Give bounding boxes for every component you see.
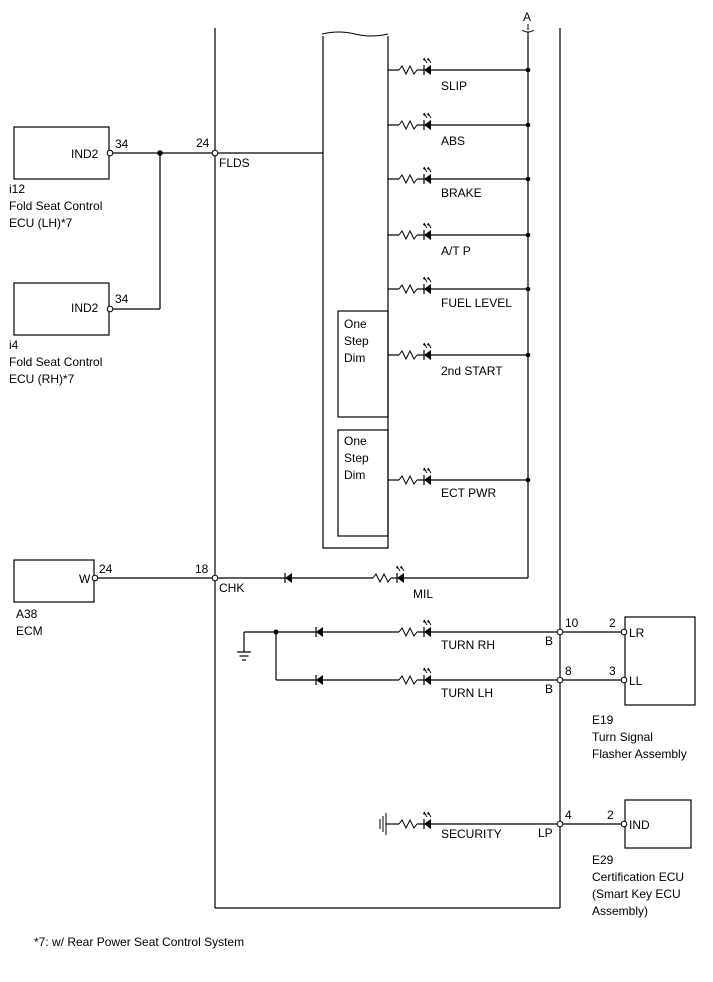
one-step-dim-box: One Step Dim xyxy=(337,429,389,537)
svg-text:Dim: Dim xyxy=(344,351,365,365)
svg-text:SECURITY: SECURITY xyxy=(441,827,502,841)
indicator-fuel-level: FUEL LEVEL xyxy=(388,276,531,310)
svg-text:IND: IND xyxy=(629,818,650,832)
svg-text:34: 34 xyxy=(115,137,129,151)
indicator-slip: SLIP xyxy=(388,57,531,93)
fold-seat-ecu-lh: IND2 34 i12 Fold Seat Control ECU (LH)*7 xyxy=(9,126,129,230)
svg-text:Certification ECU: Certification ECU xyxy=(592,870,684,884)
svg-text:A38: A38 xyxy=(16,607,38,621)
indicator-turn-lh: TURN LH 8 B xyxy=(315,664,572,700)
svg-text:2: 2 xyxy=(609,616,616,630)
indicator-at-p: A/T P xyxy=(388,222,531,258)
indicator-2nd-start: 2nd START xyxy=(388,342,531,378)
svg-text:LR: LR xyxy=(629,626,645,640)
svg-text:18: 18 xyxy=(195,562,209,576)
svg-text:4: 4 xyxy=(565,808,572,822)
svg-text:10: 10 xyxy=(565,616,579,630)
svg-text:B: B xyxy=(545,634,553,648)
svg-text:SLIP: SLIP xyxy=(441,79,467,93)
svg-text:ECU (LH)*7: ECU (LH)*7 xyxy=(9,216,73,230)
fold-seat-ecu-rh: IND2 34 i4 Fold Seat Control ECU (RH)*7 xyxy=(9,282,129,386)
indicator-abs: ABS xyxy=(388,112,531,148)
svg-text:(Smart Key ECU: (Smart Key ECU xyxy=(592,887,681,901)
svg-text:Dim: Dim xyxy=(344,468,365,482)
svg-text:Turn Signal: Turn Signal xyxy=(592,730,653,744)
svg-text:34: 34 xyxy=(115,292,129,306)
svg-text:MIL: MIL xyxy=(413,587,433,601)
svg-text:ABS: ABS xyxy=(441,134,465,148)
svg-text:ECT PWR: ECT PWR xyxy=(441,486,496,500)
svg-text:E29: E29 xyxy=(592,853,614,867)
svg-text:W: W xyxy=(79,572,91,586)
footnote: *7: w/ Rear Power Seat Control System xyxy=(34,935,244,949)
mil-circuit: 18 CHK MIL xyxy=(97,562,528,601)
svg-text:ECM: ECM xyxy=(16,624,43,638)
svg-text:B: B xyxy=(545,682,553,696)
svg-text:8: 8 xyxy=(565,664,572,678)
indicator-security: SECURITY 4 LP xyxy=(379,808,572,841)
svg-text:A: A xyxy=(523,10,531,24)
certification-ecu: 2 IND E29 Certification ECU (Smart Key E… xyxy=(563,799,692,918)
svg-text:i4: i4 xyxy=(9,338,19,352)
svg-text:CHK: CHK xyxy=(219,581,244,595)
meter-inner-block xyxy=(321,31,389,549)
combination-meter-outline xyxy=(214,28,561,909)
svg-text:i12: i12 xyxy=(9,182,25,196)
svg-text:FUEL LEVEL: FUEL LEVEL xyxy=(441,296,512,310)
svg-text:3: 3 xyxy=(609,664,616,678)
turn-signal-flasher: 2 LR 3 LL E19 Turn Signal Flasher Assemb… xyxy=(563,616,696,761)
svg-text:BRAKE: BRAKE xyxy=(441,186,482,200)
svg-text:24: 24 xyxy=(196,136,210,150)
flds-circuit: 24 FLDS xyxy=(112,136,323,310)
indicator-brake: BRAKE xyxy=(388,166,531,200)
svg-text:One: One xyxy=(344,434,367,448)
svg-text:LL: LL xyxy=(629,674,643,688)
svg-text:Fold Seat Control: Fold Seat Control xyxy=(9,355,102,369)
svg-text:IND2: IND2 xyxy=(71,301,99,315)
svg-text:24: 24 xyxy=(99,562,113,576)
svg-text:ECU (RH)*7: ECU (RH)*7 xyxy=(9,372,75,386)
svg-text:Flasher Assembly: Flasher Assembly xyxy=(592,747,687,761)
one-step-dim-box: One Step Dim xyxy=(337,310,389,418)
svg-text:Fold Seat Control: Fold Seat Control xyxy=(9,199,102,213)
svg-text:One: One xyxy=(344,317,367,331)
svg-text:2nd START: 2nd START xyxy=(441,364,503,378)
svg-text:Step: Step xyxy=(344,334,369,348)
svg-text:2: 2 xyxy=(607,808,614,822)
svg-text:Assembly): Assembly) xyxy=(592,904,648,918)
ecm: W 24 A38 ECM xyxy=(13,559,113,638)
svg-text:TURN RH: TURN RH xyxy=(441,638,495,652)
bus-a: A xyxy=(521,10,535,578)
turn-circuit-ground xyxy=(237,629,316,681)
svg-text:A/T P: A/T P xyxy=(441,244,471,258)
svg-text:IND2: IND2 xyxy=(71,147,99,161)
svg-text:Step: Step xyxy=(344,451,369,465)
svg-text:LP: LP xyxy=(538,826,553,840)
svg-text:FLDS: FLDS xyxy=(219,156,250,170)
indicator-ect-pwr: ECT PWR xyxy=(388,467,531,500)
svg-text:TURN LH: TURN LH xyxy=(441,686,493,700)
svg-text:E19: E19 xyxy=(592,713,614,727)
indicator-turn-rh: TURN RH 10 B xyxy=(315,616,579,652)
